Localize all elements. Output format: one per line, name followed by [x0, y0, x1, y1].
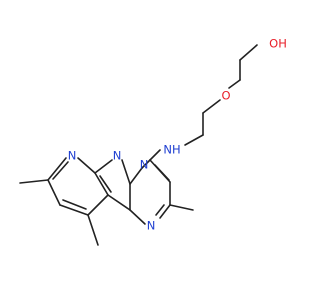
amine-nh-label: NH [163, 143, 180, 157]
pyrimidine-nitrogen-label: N [147, 219, 156, 233]
pyrazole-nitrogen-b-label: N [140, 158, 149, 172]
pyridine-nitrogen-label: N [68, 149, 77, 163]
molecule-structure: OH O NH N N N N [19, 37, 287, 246]
hydroxyl-label: OH [269, 37, 287, 51]
ether-oxygen-label: O [221, 89, 230, 103]
atom-label-layer: OH O NH N N N N [68, 37, 287, 233]
bond-layer [19, 44, 258, 246]
pyrazole-nitrogen-a-label: N [113, 149, 122, 163]
